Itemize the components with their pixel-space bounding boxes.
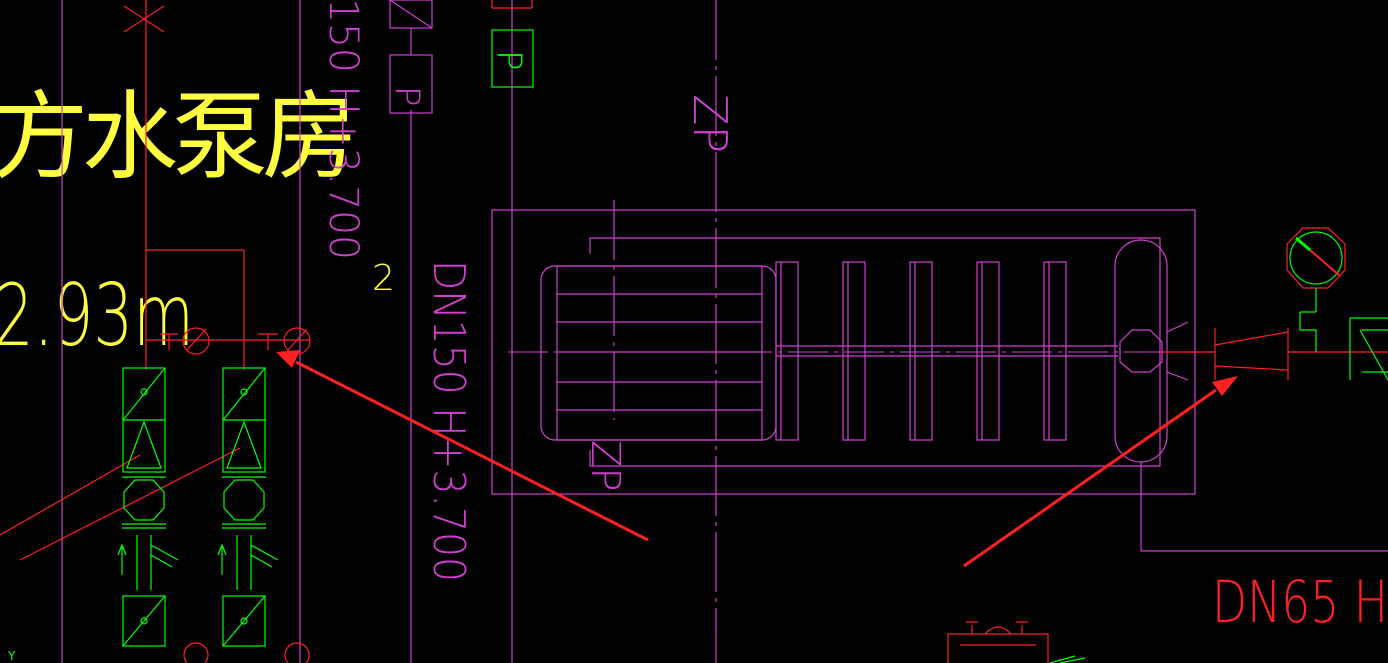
elevation-label: 2.93m (0, 266, 194, 366)
svg-text:DN150 H+3.700: DN150 H+3.700 (423, 260, 474, 582)
p-box-magenta[interactable] (389, 0, 433, 114)
valve-right-edge[interactable] (1349, 317, 1388, 381)
room-name-label: 方水泵房 (0, 81, 358, 193)
pump-assembly-2[interactable] (217, 367, 279, 647)
outlet-reducer[interactable] (1160, 328, 1388, 380)
svg-text:150 H+3.700: 150 H+3.700 (320, 0, 366, 260)
zp-label-top: ZP (683, 94, 737, 153)
pump-volute[interactable] (1114, 239, 1388, 552)
structure-lines (61, 0, 513, 663)
p-box-green[interactable] (491, 29, 534, 88)
dn65-label: DN65 H (1212, 568, 1388, 636)
bottom-green-mark (1049, 655, 1086, 663)
svg-text:DN65 H: DN65 H (1212, 568, 1388, 636)
svg-text:方水泵房: 方水泵房 (0, 81, 352, 193)
pump-stages[interactable] (775, 261, 1118, 441)
bottom-fitting[interactable] (947, 621, 1049, 663)
red-piping (0, 0, 533, 663)
svg-text:2.93m: 2.93m (0, 266, 194, 366)
pipe-main-label: DN150 H+3.700 (423, 260, 474, 582)
ucs-axis-icon: Y (7, 649, 16, 663)
svg-text:Y: Y (7, 649, 16, 663)
pressure-gauge[interactable] (1286, 227, 1346, 352)
arrow-to-valve (276, 350, 649, 542)
p-label-1: P (387, 86, 427, 107)
arrow-to-reducer (963, 376, 1238, 568)
svg-text:2: 2 (372, 258, 395, 299)
pipe-left-label: 150 H+3.700 (320, 0, 366, 260)
p-label-2: P (489, 50, 529, 71)
zp-pipe-lines (613, 0, 717, 663)
pipe-left-superscript: 2 (372, 258, 395, 299)
pump-assembly-1[interactable] (117, 367, 179, 647)
